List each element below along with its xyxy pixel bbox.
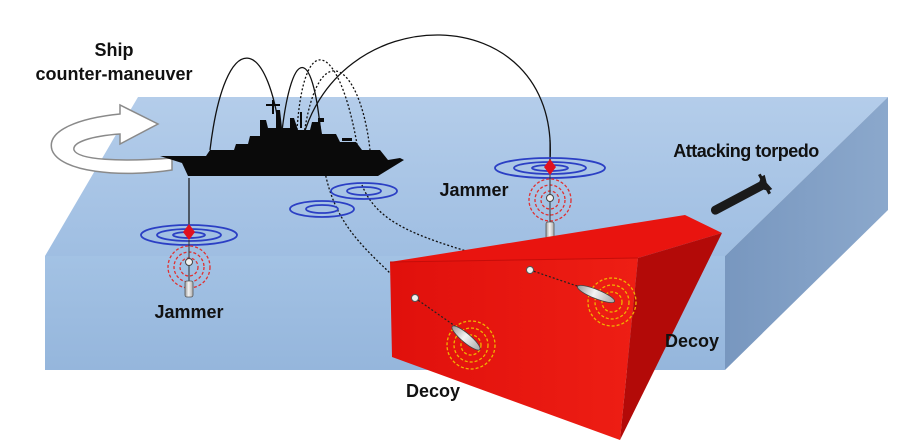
label-ship-line2: counter-maneuver [35,64,192,84]
decoy-zone-top [390,215,722,262]
decoy-left-acoustic-rings [446,320,496,370]
decoy-right-acoustic-rings [587,277,637,327]
decoy-zone [389,215,722,440]
jammer-buoy-icon [528,159,572,240]
ripple-decoy-b [330,182,398,200]
cable-decoy-left [321,151,416,299]
trajectory-right-jammer [299,34,551,161]
trajectory-lines [188,34,551,299]
jammer-buoy-icon [167,224,211,298]
labels: Ship counter-maneuver Jammer Jammer Atta… [35,40,819,401]
trajectory-decoy-a [295,59,359,151]
trajectory-decoy-b [301,70,371,151]
decoy-device-icon [411,294,496,370]
label-decoy-left: Decoy [406,381,460,401]
jammer-left-marker [183,224,195,240]
cable-decoy-right [361,184,531,271]
surface-ripples [140,157,606,246]
curved-arrow-icon [50,103,173,175]
decoy-zone-front [390,258,638,440]
decoy-zone-side [620,233,722,440]
label-attacking-torpedo: Attacking torpedo [673,141,819,161]
ripple-decoy-a [289,200,355,218]
jammer-left-canister [184,280,194,298]
trajectory-loop [279,66,323,151]
torpedo-icon [711,173,773,215]
jammer-right-marker [544,159,556,175]
label-ship-line1: Ship [95,40,134,60]
decoy-cables [414,269,581,327]
label-decoy-right: Decoy [665,331,719,351]
sea-side-face [725,97,888,370]
label-jammer-left: Jammer [154,302,223,322]
decoy-device-icon [526,266,637,327]
trajectory-left-jammer [209,57,283,151]
label-jammer-right: Jammer [439,180,508,200]
ship-silhouette-icon [160,100,404,176]
